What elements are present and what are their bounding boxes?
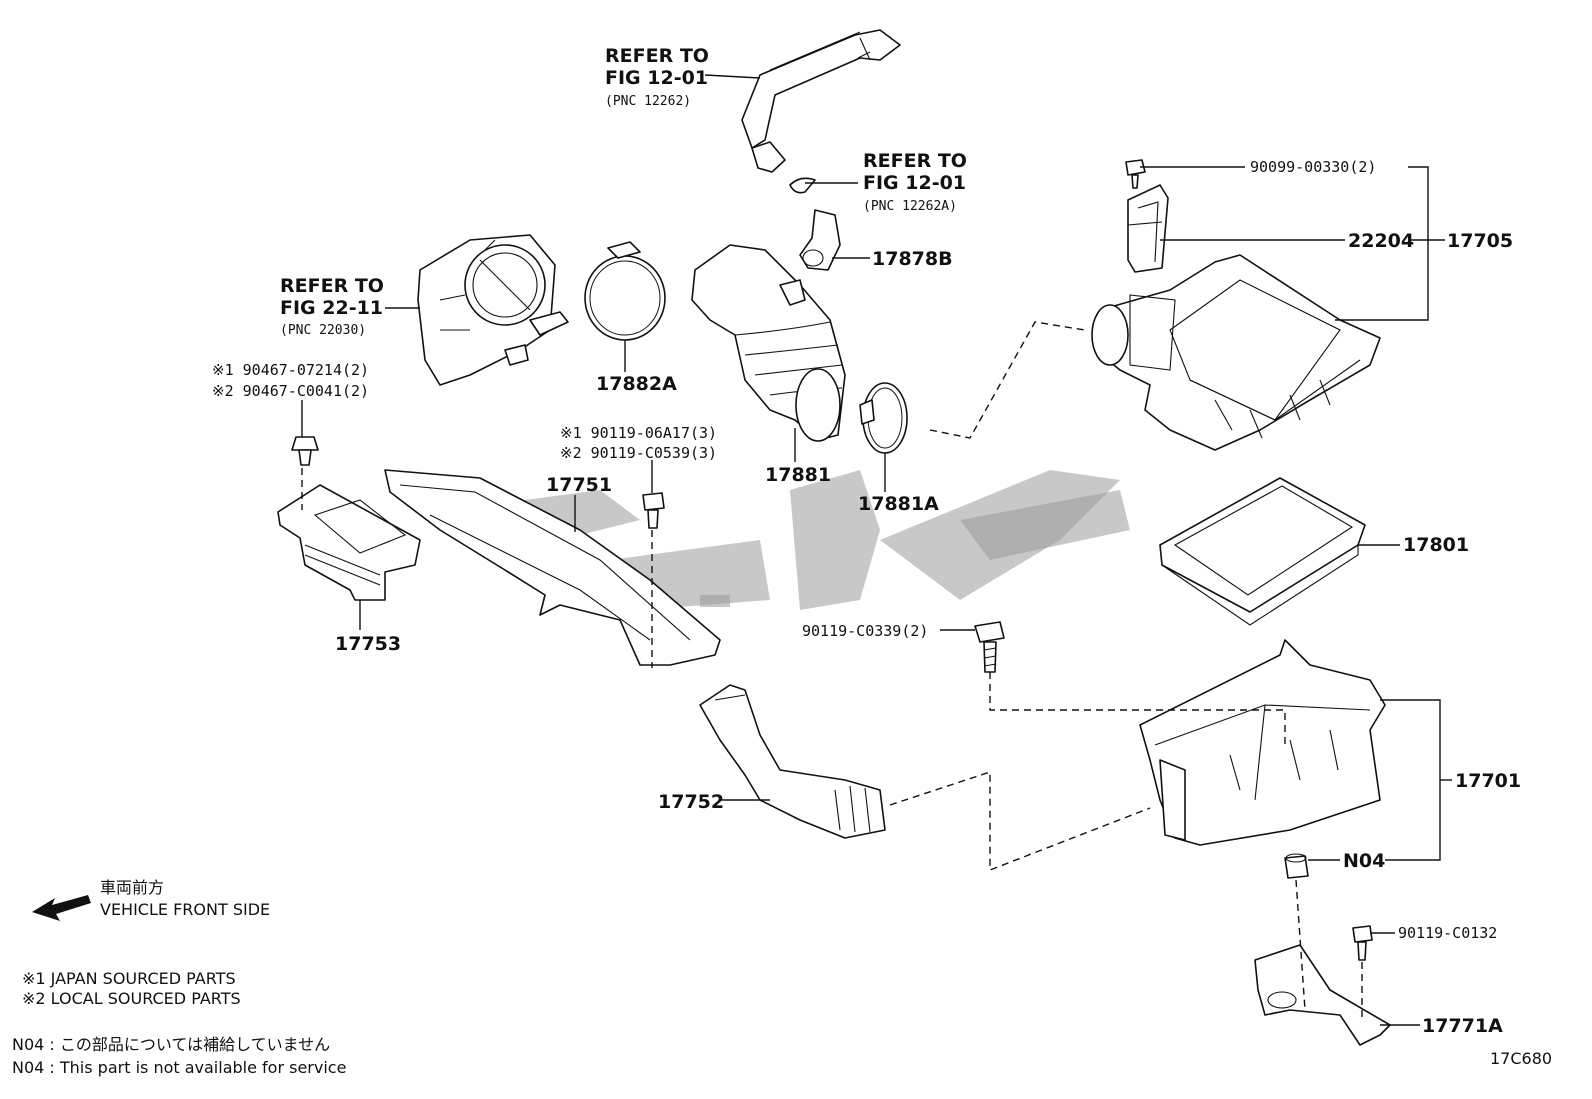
figure-code: 17C680 bbox=[1490, 1049, 1552, 1068]
vehicle-front-arrow-icon bbox=[32, 895, 91, 921]
hose-clip-12262a bbox=[789, 177, 816, 194]
dashed-assembly-lines bbox=[301, 321, 1363, 1020]
clip-ref-line2: FIG 12-01 bbox=[863, 172, 966, 194]
label-17701: 17701 bbox=[1455, 770, 1521, 792]
intake-hose-12262 bbox=[741, 29, 901, 173]
label-90119-c0132: 90119-C0132 bbox=[1398, 924, 1497, 942]
bracket-17771a bbox=[1254, 944, 1391, 1046]
air-cleaner-cap-17705 bbox=[1091, 254, 1381, 451]
bolt-90119-06a17 bbox=[642, 492, 665, 529]
throttle-ref-line1: REFER TO bbox=[280, 275, 384, 297]
hose-ref-line2: FIG 12-01 bbox=[605, 67, 708, 89]
grommet-n04 bbox=[1284, 853, 1309, 879]
resonator-17753 bbox=[277, 484, 421, 601]
label-22204: 22204 bbox=[1348, 230, 1414, 252]
bolt-90119-c0132 bbox=[1352, 925, 1373, 961]
air-filter-17801 bbox=[1159, 477, 1366, 626]
clip-90467 bbox=[291, 436, 319, 466]
connector-17878b bbox=[799, 209, 841, 271]
throttle-body-22030 bbox=[417, 234, 569, 386]
label-17881a: 17881A bbox=[858, 493, 939, 515]
label-17705: 17705 bbox=[1447, 230, 1513, 252]
bolt-note-90119-local: ※2 90119-C0539(3) bbox=[560, 444, 717, 462]
n04-note-jp: N04 : この部品については補給していません bbox=[12, 1035, 330, 1054]
screw-90099-00330 bbox=[1125, 159, 1146, 189]
bolt-note-90119-jp: ※1 90119-06A17(3) bbox=[560, 424, 717, 442]
air-hose-17881 bbox=[691, 244, 846, 442]
label-17878b: 17878B bbox=[872, 248, 953, 270]
label-17771a: 17771A bbox=[1422, 1015, 1503, 1037]
label-17801: 17801 bbox=[1403, 534, 1469, 556]
sensor-22204 bbox=[1127, 184, 1169, 273]
clamp-ring-17882a bbox=[584, 241, 666, 341]
clip-ref-line1: REFER TO bbox=[863, 150, 967, 172]
n04-note-en: N04 : This part is not available for ser… bbox=[12, 1058, 346, 1077]
throttle-ref-line3: (PNC 22030) bbox=[280, 323, 366, 338]
throttle-ref-line2: FIG 22-11 bbox=[280, 297, 383, 319]
bolt-note-90467-jp: ※1 90467-07214(2) bbox=[212, 361, 369, 379]
air-hose-17752 bbox=[699, 684, 886, 839]
leader-lines bbox=[301, 74, 1452, 1026]
label-90119-c0339: 90119-C0339(2) bbox=[802, 622, 928, 640]
front-side-jp: 車両前方 bbox=[100, 878, 164, 897]
note-japan-sourced: ※1 JAPAN SOURCED PARTS bbox=[22, 969, 236, 988]
label-17881: 17881 bbox=[765, 464, 831, 486]
label-17753: 17753 bbox=[335, 633, 401, 655]
clip-ref-line3: (PNC 12262A) bbox=[863, 199, 957, 214]
bolt-note-90467-local: ※2 90467-C0041(2) bbox=[212, 382, 369, 400]
label-17882a: 17882A bbox=[596, 373, 677, 395]
label-17751: 17751 bbox=[546, 474, 612, 496]
front-side-en: VEHICLE FRONT SIDE bbox=[100, 900, 270, 919]
clamp-17881a bbox=[859, 382, 908, 454]
air-duct-17751 bbox=[384, 469, 721, 666]
note-local-sourced: ※2 LOCAL SOURCED PARTS bbox=[22, 989, 241, 1008]
air-cleaner-case-17701 bbox=[1139, 639, 1386, 846]
hose-ref-line3: (PNC 12262) bbox=[605, 94, 691, 109]
hose-ref-line1: REFER TO bbox=[605, 45, 709, 67]
label-90099-00330: 90099-00330(2) bbox=[1250, 158, 1376, 176]
bolt-90119-c0339 bbox=[974, 621, 1005, 673]
label-n04: N04 bbox=[1343, 850, 1385, 872]
label-17752: 17752 bbox=[658, 791, 724, 813]
